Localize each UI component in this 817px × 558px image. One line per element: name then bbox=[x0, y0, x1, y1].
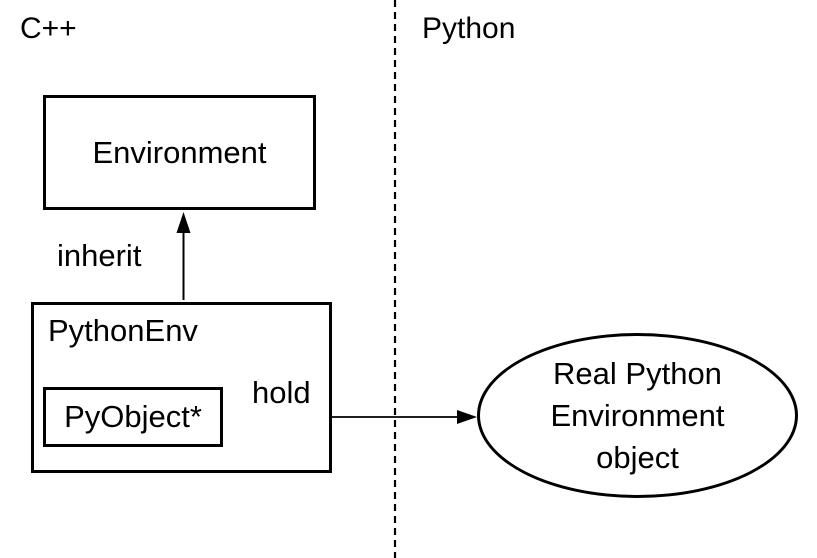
inherit-arrowhead-icon bbox=[176, 212, 191, 233]
hold-arrowhead-icon bbox=[457, 410, 477, 424]
pyobject-member-label: PyObject* bbox=[64, 399, 202, 434]
inherit-edge-label: inherit bbox=[57, 238, 142, 273]
environment-class-node: Environment bbox=[43, 95, 316, 210]
environment-class-label: Environment bbox=[92, 134, 267, 170]
pyobject-member-node: PyObject* bbox=[43, 387, 223, 447]
inherit-arrow bbox=[176, 212, 191, 300]
real-python-environment-node: Real Python Environment object bbox=[477, 333, 798, 498]
real-python-environment-label-line3: object bbox=[596, 439, 679, 475]
pythonenv-class-label: PythonEnv bbox=[48, 313, 198, 348]
hold-edge-label: hold bbox=[252, 375, 311, 410]
region-label-python: Python bbox=[422, 12, 516, 45]
region-label-cpp: C++ bbox=[20, 12, 77, 45]
real-python-environment-label-line1: Real Python bbox=[553, 355, 722, 391]
real-python-environment-label-line2: Environment bbox=[550, 397, 725, 433]
